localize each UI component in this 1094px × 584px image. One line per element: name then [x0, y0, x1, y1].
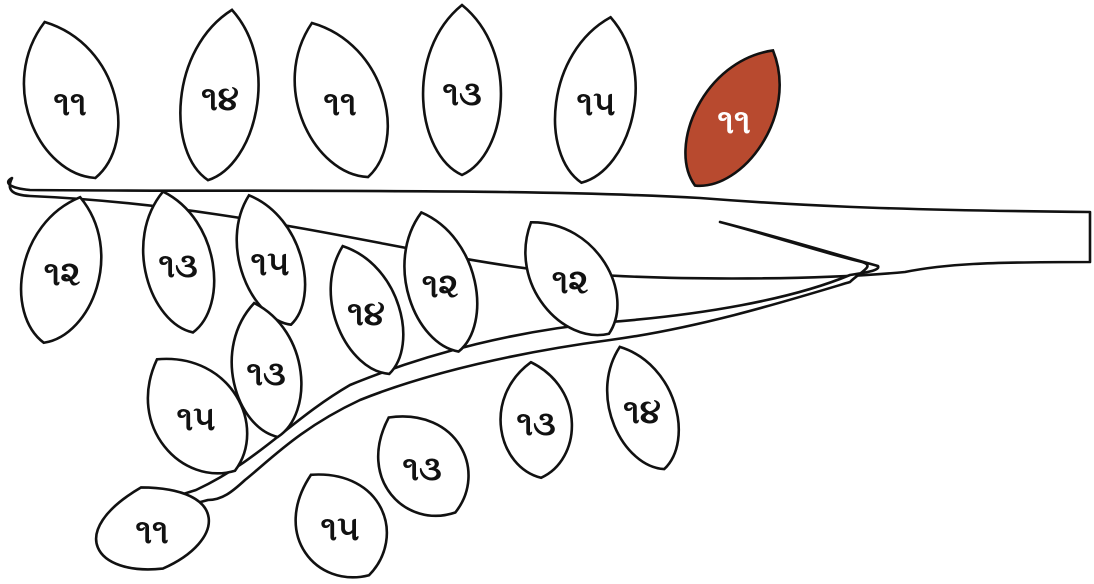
- leaf: ૧૩: [496, 359, 577, 481]
- leaf: ૧૫: [543, 11, 649, 190]
- leaf-label: ૧૫: [577, 84, 616, 124]
- leaf: ૧૪: [313, 235, 420, 385]
- leaf-label: ૧૩: [158, 246, 197, 286]
- leaf-label: ૧૩: [402, 449, 441, 489]
- leaf-label: ૧૧: [717, 102, 750, 142]
- highlighted-leaf: ૧૧: [663, 32, 805, 204]
- leaf-label: ૧૨: [44, 254, 81, 294]
- leaf-label: ૧૩: [246, 354, 285, 394]
- leaf-label: ૧૫: [177, 399, 216, 439]
- leaf-label: ૧૧: [135, 512, 168, 552]
- leaf-label: ૧૧: [323, 84, 356, 124]
- leaf-label: ૧૩: [442, 74, 481, 114]
- leaf-label: ૧૩: [516, 404, 555, 444]
- leaf: ૧૪: [590, 336, 695, 480]
- leaf-label: ૧૪: [347, 294, 385, 334]
- leaf-label: ૧૧: [53, 84, 86, 124]
- leaf: ૧૨: [7, 188, 117, 352]
- leaf: ૧૧: [272, 8, 408, 191]
- leaf-label: ૧૨: [552, 262, 589, 302]
- leaf-label: ૧૪: [623, 392, 661, 432]
- leaf-label: ૧૨: [422, 266, 459, 306]
- leaf: ૧૪: [170, 5, 269, 186]
- leaf: ૧૩: [423, 5, 501, 175]
- leaf-label: ૧૫: [251, 244, 290, 284]
- leaf-label: ૧૪: [201, 79, 239, 119]
- leaf-label: ૧૫: [321, 509, 360, 549]
- leaf: ૧૧: [3, 8, 137, 191]
